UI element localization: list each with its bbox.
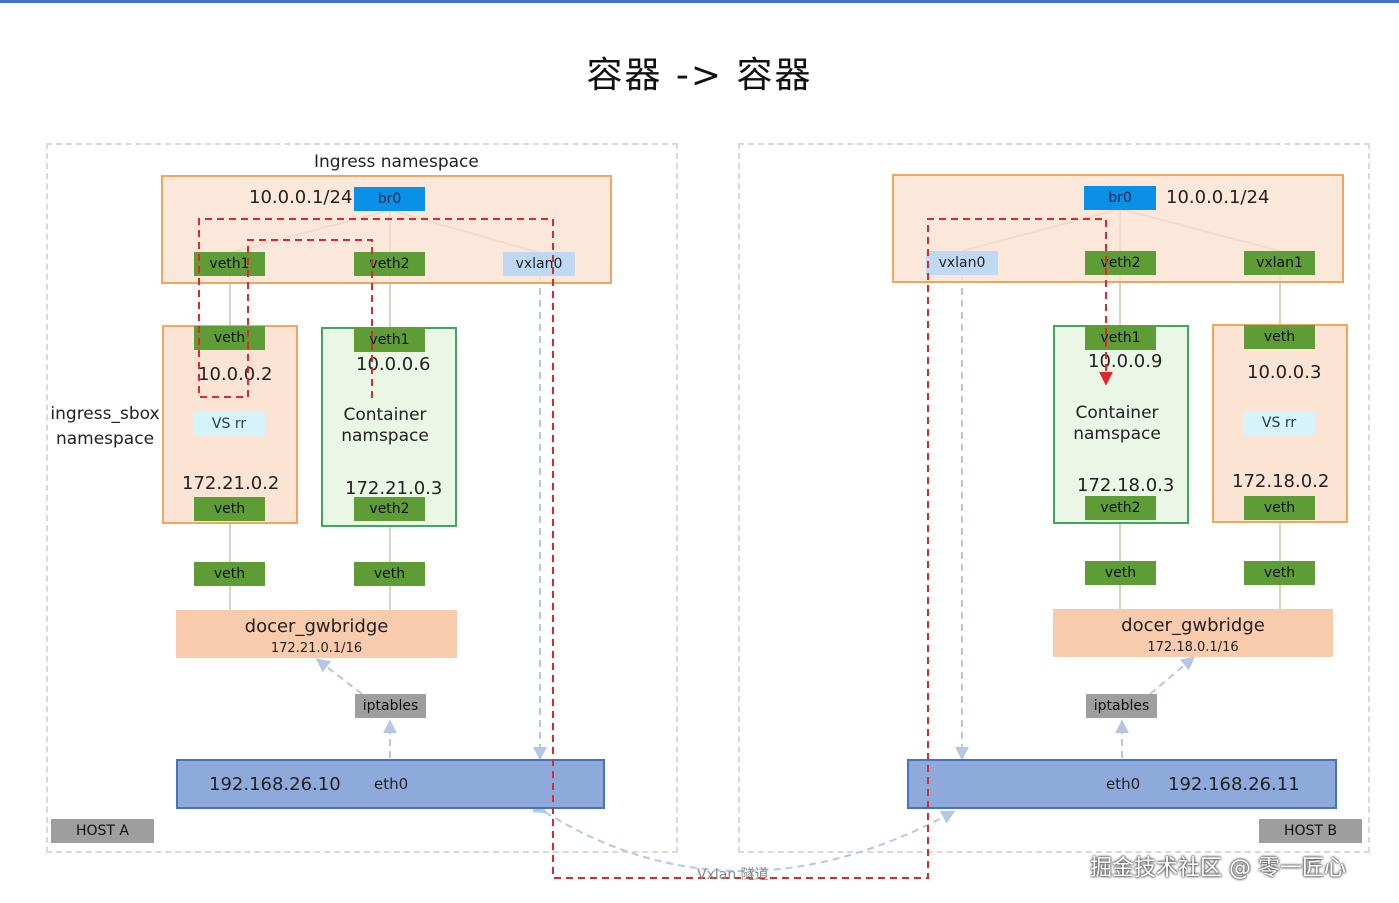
host-a-gwbridge-name: docer_gwbridge [244,616,389,637]
host-b-sbox-ip2: 172.18.0.2 [1232,471,1330,492]
vxlan-tunnel-label: Vxlan 隧道 [697,867,769,883]
host-a-eth-name: eth0 [374,775,409,793]
host-a-veth-low-2[interactable]: veth [354,562,425,586]
host-b-sbox-veth-bottom[interactable]: veth [1244,496,1315,520]
host-a-container-veth1[interactable]: veth1 [354,328,425,352]
host-a-eth-ip: 192.168.26.10 [209,774,341,795]
host-b-vxlan0[interactable]: vxlan0 [926,251,998,275]
host-b-iptables[interactable]: iptables [1086,694,1157,718]
host-b-container-veth1[interactable]: veth1 [1085,326,1156,350]
host-b-container-ip: 10.0.0.9 [1088,351,1163,372]
watermark: 掘金技术社区 @ 零一匠心 [1090,856,1346,881]
host-a-gwbridge[interactable]: docer_gwbridge 172.21.0.1/16 [176,610,457,658]
host-b-vs-rr[interactable]: VS rr [1243,411,1315,435]
host-a-container-veth2[interactable]: veth2 [354,497,425,521]
host-b-container-ip2: 172.18.0.3 [1077,475,1175,496]
host-b-label: HOST B [1259,819,1362,843]
host-a-sbox-veth-bottom[interactable]: veth [194,497,265,521]
host-a-label: HOST A [51,819,154,843]
host-a-vs-rr[interactable]: VS rr [193,412,265,436]
host-a-veth-low-1[interactable]: veth [194,562,265,586]
host-b-gwbridge-ip: 172.18.0.1/16 [1147,640,1239,655]
host-a-vxlan0[interactable]: vxlan0 [503,252,575,276]
host-b-vxlan1[interactable]: vxlan1 [1244,251,1315,275]
host-a-veth1[interactable]: veth1 [194,252,265,276]
host-b-gwbridge-name: docer_gwbridge [1121,615,1265,636]
host-b-gwbridge[interactable]: docer_gwbridge 172.18.0.1/16 [1053,609,1333,657]
host-b-veth-low-1[interactable]: veth [1085,561,1156,585]
host-b-eth-name: eth0 [1106,775,1141,793]
top-accent-bar [0,0,1399,3]
host-b-veth-low-2[interactable]: veth [1244,561,1315,585]
host-a-container-label: Container namspace [341,405,429,446]
host-b-eth-ip: 192.168.26.11 [1168,774,1300,795]
host-b-sbox-veth-top[interactable]: veth [1244,325,1315,349]
host-a-iptables[interactable]: iptables [355,694,426,718]
ingress-namespace-label: Ingress namespace [314,152,479,172]
host-a-container-ip2: 172.21.0.3 [345,478,443,499]
host-a-container-ip: 10.0.0.6 [356,354,431,375]
host-b-container-label: Container namspace [1073,403,1161,444]
page-title: 容器 -> 容器 [586,55,813,96]
host-a-sbox-veth-top[interactable]: veth [194,326,265,350]
host-a-br0[interactable]: br0 [354,187,425,211]
host-a-br0-ip: 10.0.0.1/24 [249,187,353,208]
host-b-veth2[interactable]: veth2 [1085,251,1156,275]
host-b-sbox-ip: 10.0.0.3 [1247,362,1322,383]
host-b-br0[interactable]: br0 [1084,186,1156,210]
host-b-container-veth2[interactable]: veth2 [1085,496,1156,520]
host-a-sbox-ip: 10.0.0.2 [198,364,273,385]
host-b-br0-ip: 10.0.0.1/24 [1166,187,1270,208]
host-a-gwbridge-ip: 172.21.0.1/16 [270,641,363,656]
host-a-veth2[interactable]: veth2 [354,252,425,276]
host-a-sbox-ip2: 172.21.0.2 [182,473,280,494]
ingress-sbox-namespace-label: ingress_sbox namespace [50,404,160,449]
